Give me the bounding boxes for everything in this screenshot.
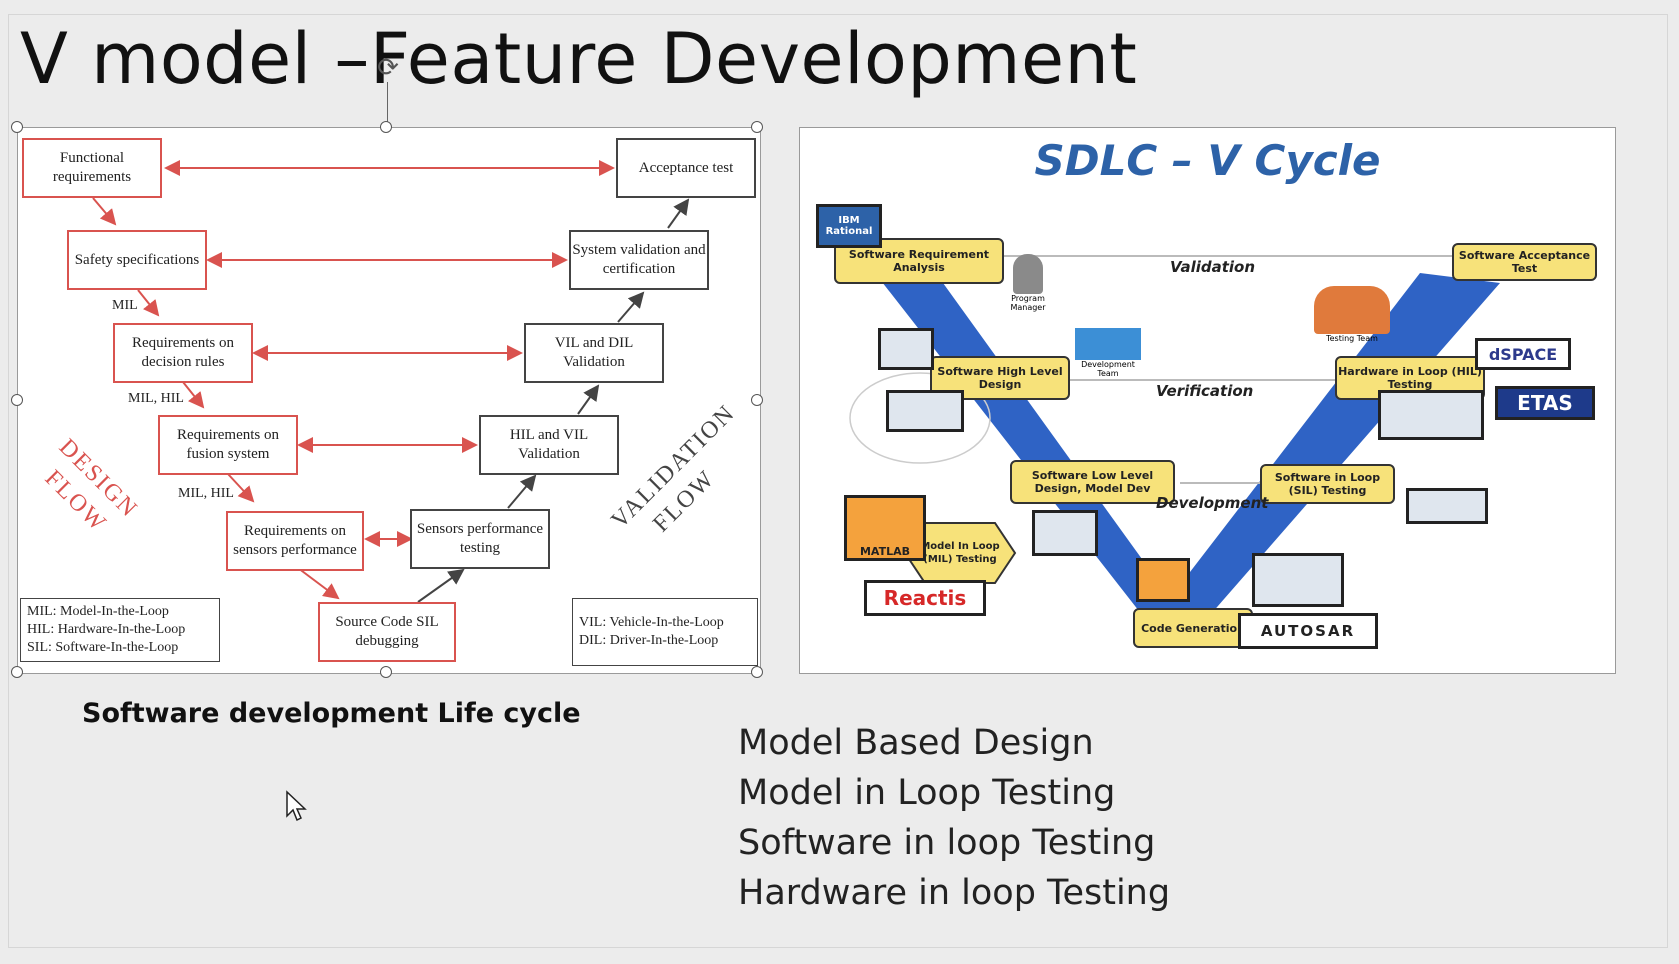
mouse-cursor-icon [285,790,307,826]
legend-dil: DIL: Driver-In-the-Loop [579,633,719,648]
team-icon [1314,286,1390,334]
development-team-label: Development Team [1081,360,1135,378]
sensors-performance-box: Requirements on sensors performance [226,511,364,571]
step-label-mil-hil-2: MIL, HIL [178,486,234,501]
bullet-item: Model Based Design [738,723,1094,763]
legend-mil: MIL: Model-In-the-Loop [27,604,169,619]
tool-screenshot-icon-5 [1252,553,1344,607]
legend-vil: VIL: Vehicle-In-the-Loop [579,615,724,630]
sdlc-v-cycle-image[interactable]: SDLC – V Cycle Software Requirement Anal… [799,127,1616,674]
tool-screenshot-icon-3 [1032,510,1098,556]
fusion-system-box: Requirements on fusion system [158,415,298,475]
sil-testing-box: Software in Loop (SIL) Testing [1260,464,1395,504]
functional-requirements-box: Functional requirements [22,138,162,198]
sw-low-level-design-box: Software Low Level Design, Model Dev [1010,460,1175,504]
resize-handle-tr[interactable] [751,121,763,133]
decision-rules-box: Requirements on decision rules [113,323,253,383]
bullet-item: Software in loop Testing [738,823,1156,863]
left-caption[interactable]: Software development Life cycle [82,698,581,729]
bullet-item: Model in Loop Testing [738,773,1116,813]
rotate-handle-icon[interactable]: ⟳ [377,53,399,83]
bullet-item: Hardware in loop Testing [738,873,1171,913]
resize-handle-mr[interactable] [751,394,763,406]
system-validation-box: System validation and certification [569,230,709,290]
phase-development: Development [1156,494,1269,512]
tool-screenshot-icon-2 [886,390,964,432]
ibm-rational-logo: IBM Rational [816,204,882,248]
resize-handle-br[interactable] [751,666,763,678]
hil-vil-validation-box: HIL and VIL Validation [479,415,619,475]
reactis-logo: Reactis [864,580,986,616]
development-team-figure: Development Team [1072,328,1144,378]
step-label-mil-hil-1: MIL, HIL [128,391,184,406]
etas-logo: ETAS [1495,386,1595,420]
resize-handle-bc[interactable] [380,666,392,678]
sdlc-title: SDLC – V Cycle [1034,136,1381,185]
phase-verification: Verification [1156,382,1254,400]
legend-left: MIL: Model-In-the-Loop HIL: Hardware-In-… [20,598,220,662]
tool-screenshot-icon-4 [1136,558,1190,602]
team-icon [1075,328,1141,360]
resize-handle-ml[interactable] [11,394,23,406]
testing-team-figure: Testing Team [1310,286,1394,343]
diagram-arrows [92,160,690,603]
resize-handle-tl[interactable] [11,121,23,133]
phase-validation: Validation [1170,258,1256,276]
sw-acceptance-test-box: Software Acceptance Test [1452,243,1597,281]
step-label-mil: MIL [112,298,138,313]
matlab-logo: MATLAB [844,495,926,561]
program-manager-figure: Program Manager [995,254,1061,312]
v-model-diagram-image[interactable]: Functional requirements Safety specifica… [17,127,761,674]
dspace-logo: dSPACE [1475,338,1571,370]
acceptance-test-box: Acceptance test [616,138,756,198]
resize-handle-tc[interactable] [380,121,392,133]
vil-dil-validation-box: VIL and DIL Validation [524,323,664,383]
testing-team-label: Testing Team [1326,334,1378,343]
safety-specifications-box: Safety specifications [67,230,207,290]
slide-title[interactable]: V model –Feature Development [20,18,1138,100]
code-generation-box: Code Generation [1133,608,1253,648]
mil-testing-box: Model In Loop (MIL) Testing [920,541,1000,565]
rotate-handle-line [387,82,388,128]
legend-hil: HIL: Hardware-In-the-Loop [27,622,186,637]
tool-screenshot-icon-1 [878,328,934,370]
bullet-list[interactable]: Model Based Design Model in Loop Testing… [738,718,1170,918]
person-icon [1013,254,1043,294]
sensors-performance-testing-box: Sensors performance testing [410,509,550,569]
resize-handle-bl[interactable] [11,666,23,678]
program-manager-label: Program Manager [1010,294,1046,312]
legend-right: VIL: Vehicle-In-the-Loop DIL: Driver-In-… [572,598,758,666]
tool-screenshot-icon-7 [1406,488,1488,524]
tool-screenshot-icon-6 [1378,390,1484,440]
legend-sil: SIL: Software-In-the-Loop [27,640,179,655]
autosar-logo: AUTOSAR [1238,613,1378,649]
source-code-box: Source Code SIL debugging [318,602,456,662]
